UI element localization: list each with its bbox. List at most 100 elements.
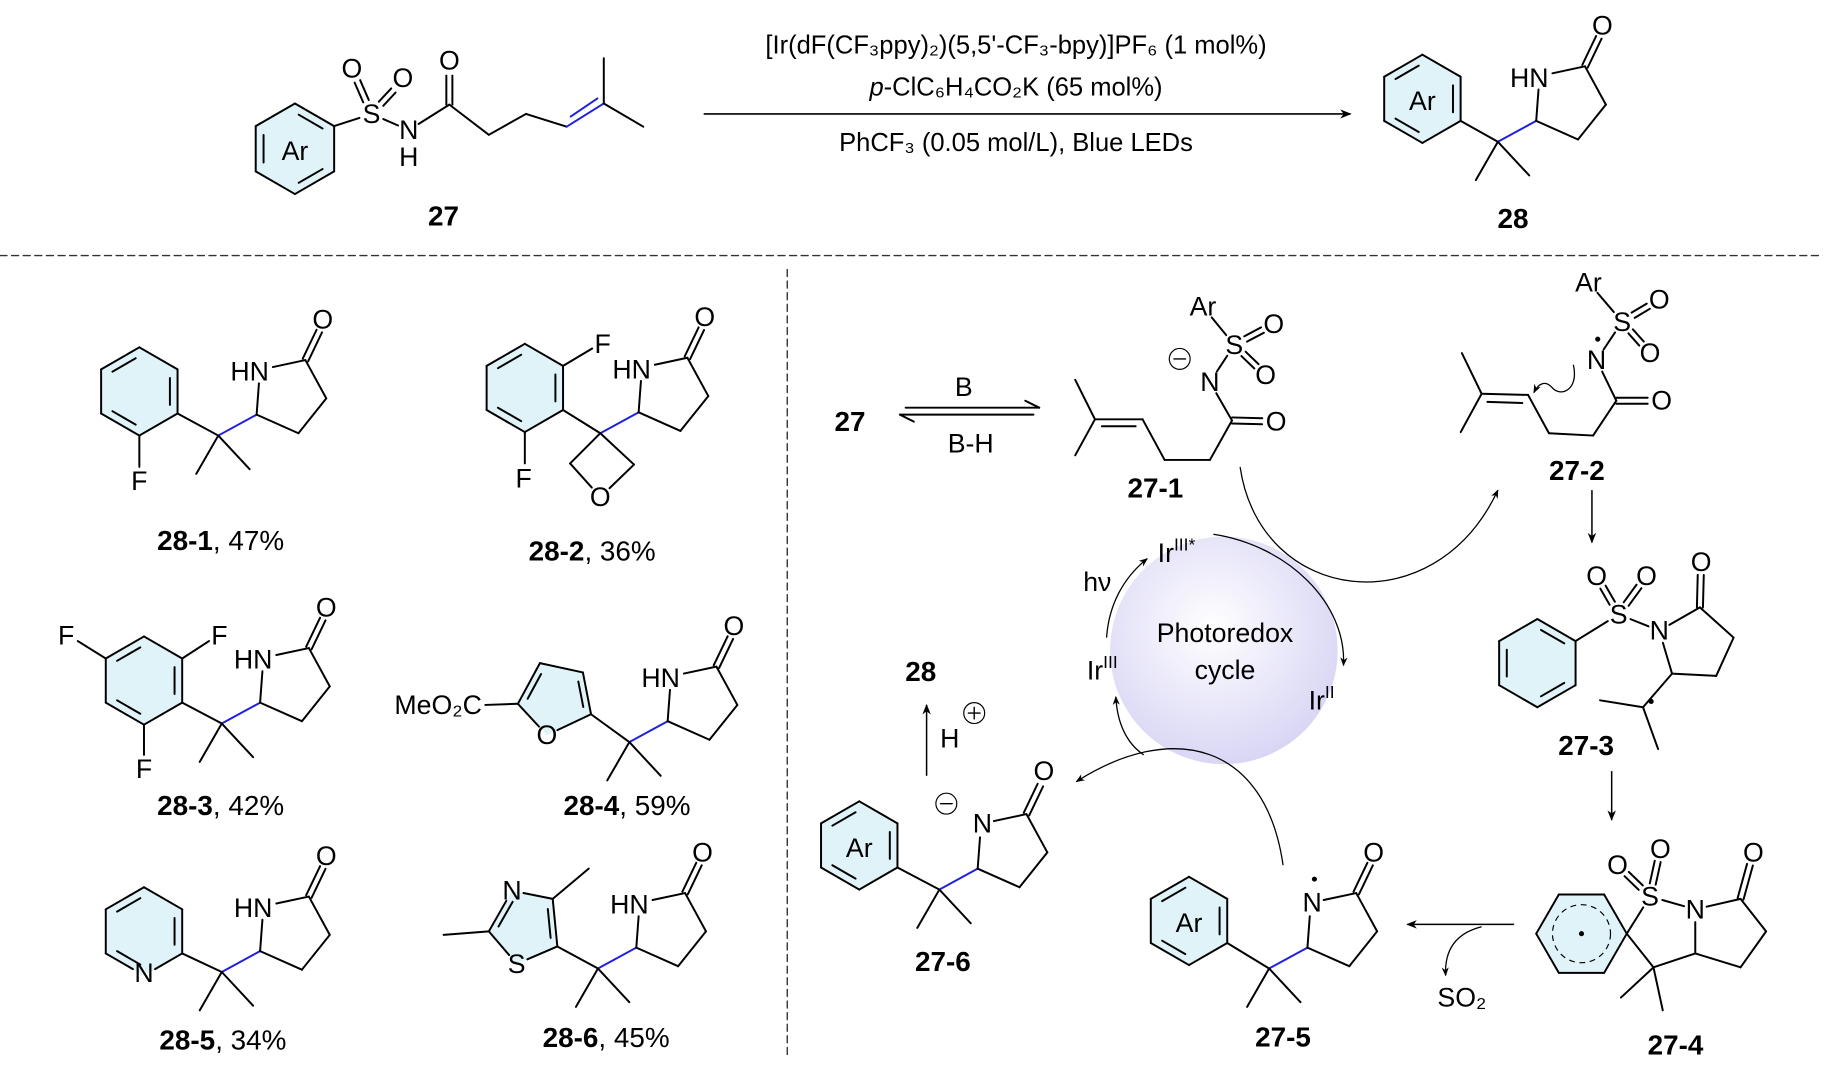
- conjugate-acid-label: B-H: [948, 429, 994, 459]
- minus-charge-icon: [935, 792, 958, 815]
- atom-s: S: [508, 949, 526, 979]
- bond: [1629, 618, 1650, 628]
- bond: [896, 866, 941, 891]
- atom-o: O: [1255, 360, 1276, 390]
- bond: [1498, 684, 1539, 709]
- bond: [487, 112, 527, 136]
- double-bond: [1230, 422, 1264, 426]
- atom-f: F: [131, 466, 147, 496]
- inner-double-bond: [1161, 886, 1187, 903]
- double-bond: [1695, 573, 1699, 609]
- atom-n: N: [1302, 887, 1321, 917]
- bond: [254, 102, 296, 128]
- bond: [100, 346, 141, 371]
- bond: [271, 359, 307, 369]
- bond: [523, 409, 565, 434]
- bond: [485, 409, 526, 434]
- product-label: 28-4, 59%: [564, 789, 691, 820]
- inner-double-bond: [546, 908, 552, 939]
- inner-double-bond: [116, 699, 142, 715]
- double-bond: [1231, 416, 1264, 420]
- bond: [104, 952, 134, 971]
- bond: [307, 647, 331, 688]
- compound-label: 27-1: [1127, 472, 1183, 503]
- bond: [637, 379, 642, 414]
- double-bond: [359, 79, 370, 101]
- carbonyl-bond: [683, 326, 700, 358]
- bond: [1625, 932, 1655, 969]
- carbonyl-bond: [1352, 861, 1369, 893]
- cycle-arrow: [1213, 533, 1348, 667]
- aryl-label: Ar: [1176, 908, 1203, 938]
- bond: [635, 915, 640, 949]
- atom-n: N: [1200, 367, 1219, 397]
- product-28-2: F F O HN O 28-2, 36%: [516, 302, 716, 566]
- bond: [417, 103, 451, 125]
- conditions-text: PhCF₃ (0.05 mol/L), Blue LEDs: [839, 129, 1193, 157]
- atom-f: F: [136, 754, 152, 784]
- bond: [259, 670, 264, 704]
- bond: [858, 866, 899, 891]
- bond: [715, 665, 739, 706]
- bond: [1149, 941, 1191, 967]
- inner-double-bond: [297, 168, 324, 184]
- double-bond: [1243, 326, 1263, 338]
- atom-nh: HN: [610, 890, 649, 920]
- carbonyl-bond: [712, 635, 729, 667]
- carbonyl-bond: [310, 619, 327, 651]
- product-id: 28-5: [159, 1024, 215, 1055]
- intermediate-27-6: Ar N O 27-6 28 H: [846, 656, 1054, 977]
- inner-double-bond: [496, 353, 523, 370]
- bond: [1527, 393, 1550, 435]
- bond: [1486, 400, 1524, 405]
- atom-o: O: [1691, 547, 1712, 577]
- aromatic-ring: [1384, 54, 1461, 143]
- intermediate-27-4: O O S N O 27-4: [1607, 834, 1764, 1061]
- bond: [448, 103, 490, 136]
- methyl-bond: [597, 967, 631, 1004]
- product-id: 28-2: [529, 535, 585, 566]
- atom-o: O: [1607, 850, 1628, 880]
- atom-o: O: [1592, 11, 1613, 41]
- bond: [1355, 892, 1379, 933]
- bond: [1025, 813, 1049, 854]
- methyl-bond: [198, 971, 223, 1012]
- bond: [304, 359, 328, 400]
- double-bond: [1604, 584, 1616, 603]
- atom-o: O: [439, 46, 460, 76]
- bond: [1348, 930, 1379, 968]
- bond: [526, 945, 559, 961]
- bond: [1149, 875, 1191, 900]
- bond: [820, 866, 861, 891]
- yield: 59%: [635, 789, 691, 820]
- bond: [1602, 331, 1617, 351]
- bond: [1306, 946, 1351, 968]
- double-bond: [1627, 587, 1643, 607]
- inner-double-bond: [1161, 939, 1187, 956]
- bond: [487, 930, 511, 957]
- bond: [104, 701, 145, 726]
- atom-s: S: [1613, 307, 1631, 337]
- thiazole-ring: [488, 890, 558, 964]
- separator: ,: [598, 1022, 613, 1053]
- bond: [293, 170, 336, 196]
- methyl-bond: [198, 722, 223, 763]
- delocalized-radical-ring: [1551, 904, 1612, 964]
- bond: [1601, 370, 1618, 402]
- photoredox-cycle-circle: [1110, 536, 1338, 765]
- bond: [259, 918, 264, 953]
- ir-oxidation-state: II: [1325, 682, 1335, 702]
- double-bond: [1240, 355, 1256, 370]
- atom-n: N: [1650, 616, 1669, 646]
- atom-o: O: [1640, 338, 1661, 368]
- oxidation-arrow: [1239, 466, 1499, 583]
- bond: [1208, 419, 1233, 461]
- product-id: 28-1: [157, 525, 213, 556]
- carbonyl-bond: [301, 328, 318, 360]
- bond: [1535, 88, 1540, 122]
- inner-double-bond: [1394, 117, 1420, 133]
- methyl-bond: [1474, 140, 1499, 182]
- ir-ground-label: IrIII: [1087, 652, 1118, 686]
- bond: [1074, 418, 1096, 457]
